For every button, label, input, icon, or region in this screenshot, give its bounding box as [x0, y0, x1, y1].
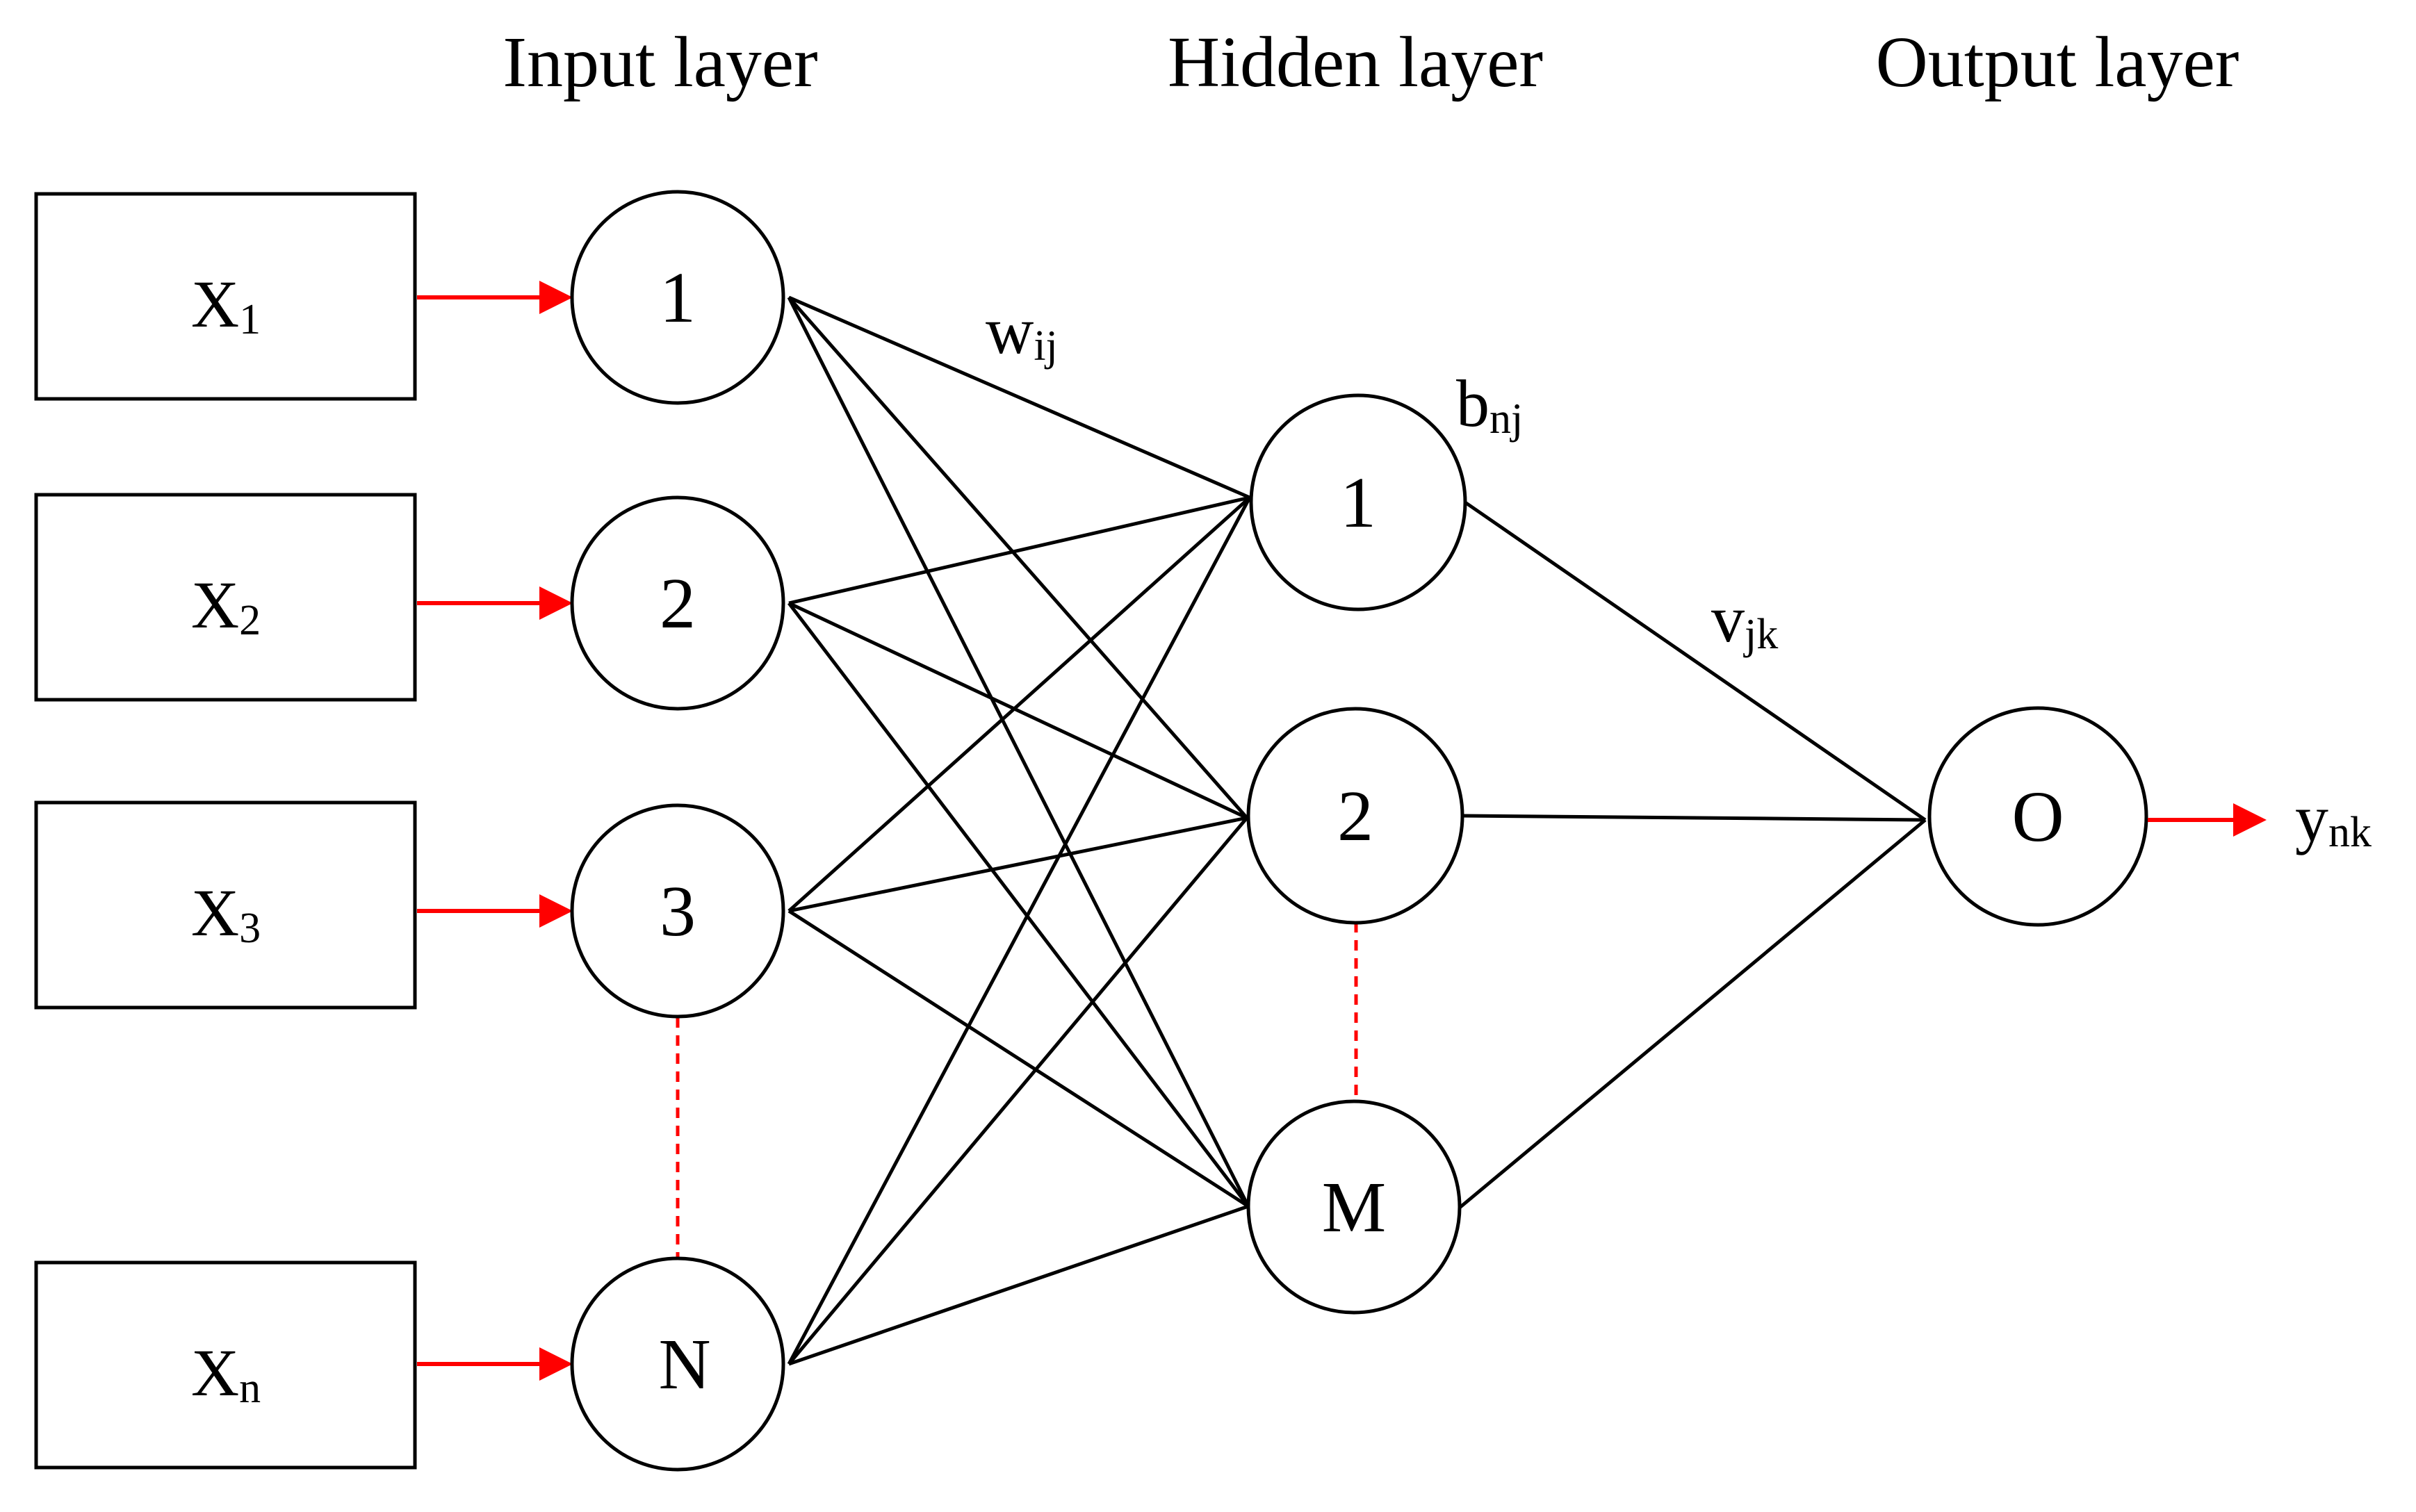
edge-hm-o — [1458, 819, 1927, 1209]
output-y-sub: nk — [2328, 809, 2372, 856]
hidden-node-2 — [1246, 707, 1464, 925]
hidden-output-connections — [1458, 500, 1927, 1209]
hidden-node-1-label: 1 — [1340, 463, 1376, 543]
output-node-label: O — [2011, 777, 2064, 857]
edge-i1-h2 — [787, 296, 1248, 819]
bias-b-sub: nj — [1489, 395, 1523, 443]
input-label-xn: Xn — [191, 1336, 261, 1412]
weight-v-main: v — [1711, 582, 1745, 656]
input-x2-main: X — [191, 568, 239, 642]
weight-w-label: wij — [986, 293, 1058, 370]
input-layer-title: Input layer — [503, 22, 817, 102]
input-node-2-label: 2 — [660, 564, 696, 643]
input-box-x1 — [34, 192, 417, 401]
hidden-node-m — [1246, 1099, 1462, 1315]
input-node-2 — [570, 495, 785, 711]
input-node-n-label: N — [658, 1324, 710, 1404]
hidden-node-2-label: 2 — [1337, 776, 1373, 856]
edge-h1-o — [1464, 500, 1927, 822]
edge-i3-h1 — [787, 496, 1251, 912]
input-x3-main: X — [191, 876, 239, 950]
input-arrows — [417, 281, 573, 1381]
input-label-x1: X1 — [191, 267, 261, 343]
input-hidden-connections — [787, 295, 1252, 1366]
weight-v-label: vjk — [1711, 582, 1778, 658]
input-xn-sub: n — [239, 1365, 261, 1412]
edge-in-h2 — [787, 816, 1248, 1365]
input-node-n — [570, 1256, 785, 1472]
output-y-main: y — [2295, 781, 2328, 855]
edge-h2-o — [1462, 814, 1926, 822]
input-box-x3 — [34, 800, 417, 1010]
output-node — [1927, 706, 2148, 927]
weight-w-main: w — [986, 293, 1034, 368]
edge-in-hm — [788, 1204, 1249, 1366]
edge-i2-h1 — [788, 495, 1250, 605]
input-x2-sub: 2 — [239, 597, 261, 644]
output-layer-title: Output layer — [1876, 22, 2239, 102]
edge-i1-h1 — [788, 295, 1250, 500]
input-nodes: 1 2 3 N — [570, 190, 785, 1472]
bias-b-label: bnj — [1456, 366, 1523, 443]
input-node-3-label: 3 — [660, 871, 696, 951]
hidden-layer-title: Hidden layer — [1168, 22, 1543, 102]
input-box-x2 — [34, 493, 417, 702]
input-node-3 — [570, 803, 785, 1019]
input-xn-main: X — [191, 1336, 239, 1410]
bias-b-main: b — [1456, 366, 1489, 441]
weight-v-sub: jk — [1743, 611, 1778, 658]
input-x1-sub: 1 — [239, 296, 261, 343]
input-boxes: X1 X2 X3 Xn — [34, 192, 417, 1470]
input-node-1 — [570, 190, 785, 405]
edge-i1-hm — [787, 296, 1250, 1208]
output-y-label: ynk — [2295, 781, 2372, 856]
input-label-x2: X2 — [191, 568, 261, 644]
input-x3-sub: 3 — [239, 905, 261, 952]
input-label-x3: X3 — [191, 876, 261, 952]
edge-i3-h2 — [788, 816, 1248, 913]
weight-w-sub: ij — [1034, 322, 1057, 370]
input-box-xn — [34, 1260, 417, 1470]
input-node-1-label: 1 — [660, 258, 696, 338]
edge-i2-hm — [787, 602, 1250, 1208]
hidden-nodes: 1 2 M — [1246, 393, 1467, 1315]
edge-i3-hm — [787, 909, 1250, 1208]
edge-i2-h2 — [787, 601, 1248, 820]
hidden-node-m-label: M — [1322, 1167, 1386, 1247]
edge-in-h1 — [787, 496, 1252, 1365]
hidden-node-1 — [1249, 393, 1467, 611]
input-x1-main: X — [191, 267, 239, 341]
